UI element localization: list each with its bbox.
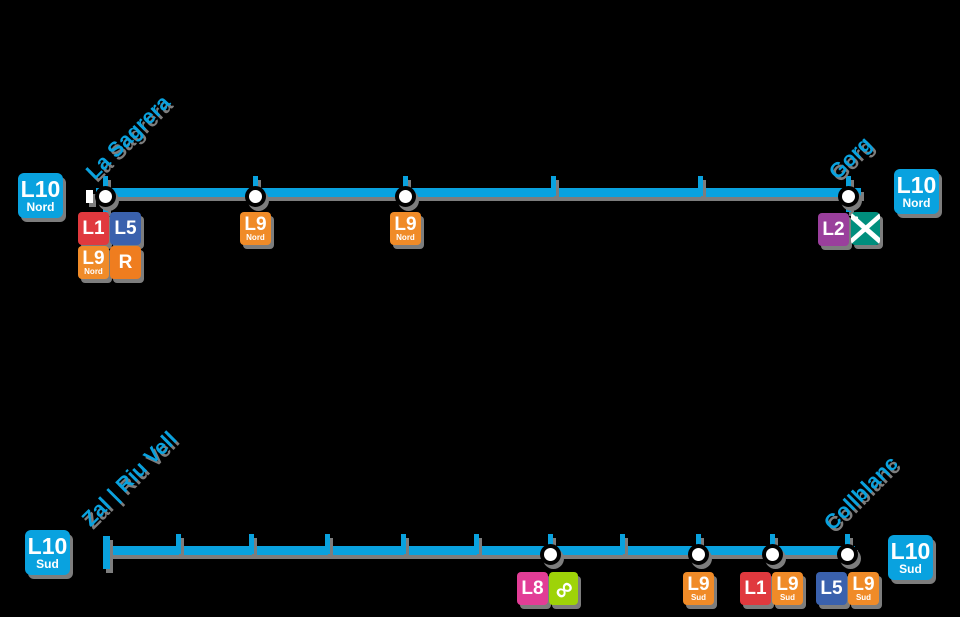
badge-l8: L8 [517, 572, 548, 605]
badge-line-label: L9 [776, 574, 799, 595]
badge-r: R [110, 246, 141, 279]
station-marker [245, 186, 266, 207]
terminal-badge-branch: Sud [899, 562, 922, 576]
route-line-l10-nord [96, 188, 861, 197]
terminus-white-tick [86, 190, 93, 203]
station-marker [95, 186, 116, 207]
station-marker [395, 186, 416, 207]
tram-icon [851, 212, 880, 245]
badge-line-label: L1 [744, 578, 767, 599]
badge-line-label: R [118, 252, 133, 273]
station-tick [401, 534, 406, 554]
interchange-tick [846, 176, 851, 192]
station-tick [474, 534, 479, 554]
interchange-tick [770, 534, 775, 550]
station-tick [698, 176, 703, 196]
interchange-tick [253, 176, 258, 192]
fgc-s-glyph: ∞ [549, 572, 578, 605]
terminal-badge-branch: Sud [36, 557, 59, 571]
badge-line-label: L9 [852, 574, 875, 595]
badge-l1: L1 [740, 572, 771, 605]
station-marker [762, 544, 783, 565]
badge-line-label: L1 [82, 218, 105, 239]
terminal-badge-branch: Nord [26, 200, 55, 214]
badge-line-label: L2 [822, 219, 845, 240]
station-name-label: La Sagrera [81, 90, 175, 184]
station-marker [540, 544, 561, 565]
badge-branch-label: Sud [690, 593, 707, 602]
badge-line-label: L5 [820, 578, 843, 599]
badge-l2: L2 [818, 213, 849, 246]
station-name-label: Collblanc [819, 451, 903, 535]
badge-branch-label: Nord [84, 267, 103, 276]
terminus-bar [103, 536, 110, 569]
badge-line-label: L9 [82, 248, 105, 269]
badge-line-label: L5 [114, 218, 137, 239]
terminal-badge-line: L10 [890, 538, 931, 564]
station-name-label: Zal | Riu Vell [77, 427, 182, 531]
badge-line-label: L9 [394, 214, 417, 235]
station-tick [551, 176, 556, 196]
badge-line-label: L9 [687, 574, 710, 595]
terminal-badge-line: L10 [27, 533, 68, 559]
interchange-tick [696, 534, 701, 550]
badge-l1: L1 [78, 212, 109, 245]
badge-line-label: L9 [244, 214, 267, 235]
interchange-tick [403, 176, 408, 192]
badge-l5: L5 [110, 212, 141, 245]
interchange-tick [845, 534, 850, 550]
station-marker [838, 186, 859, 207]
badge-line-label: L8 [521, 578, 544, 599]
station-tick [176, 534, 181, 554]
badge-branch-label: Sud [855, 593, 872, 602]
badge-branch-label: Sud [779, 593, 796, 602]
terminal-badge-branch: Nord [902, 196, 931, 210]
interchange-tick [548, 534, 553, 550]
badge-branch-label: Nord [246, 233, 265, 242]
fgc-lines-icon: ∞ [549, 572, 578, 605]
station-marker [688, 544, 709, 565]
badge-branch-label: Nord [396, 233, 415, 242]
station-tick [325, 534, 330, 554]
station-marker [837, 544, 858, 565]
interchange-tick [103, 176, 108, 192]
terminal-badge-line: L10 [896, 172, 937, 198]
station-tick [620, 534, 625, 554]
terminal-badge-line: L10 [20, 176, 61, 202]
station-tick [249, 534, 254, 554]
route-line-l10-sud [103, 546, 855, 555]
badge-l5: L5 [816, 572, 847, 605]
